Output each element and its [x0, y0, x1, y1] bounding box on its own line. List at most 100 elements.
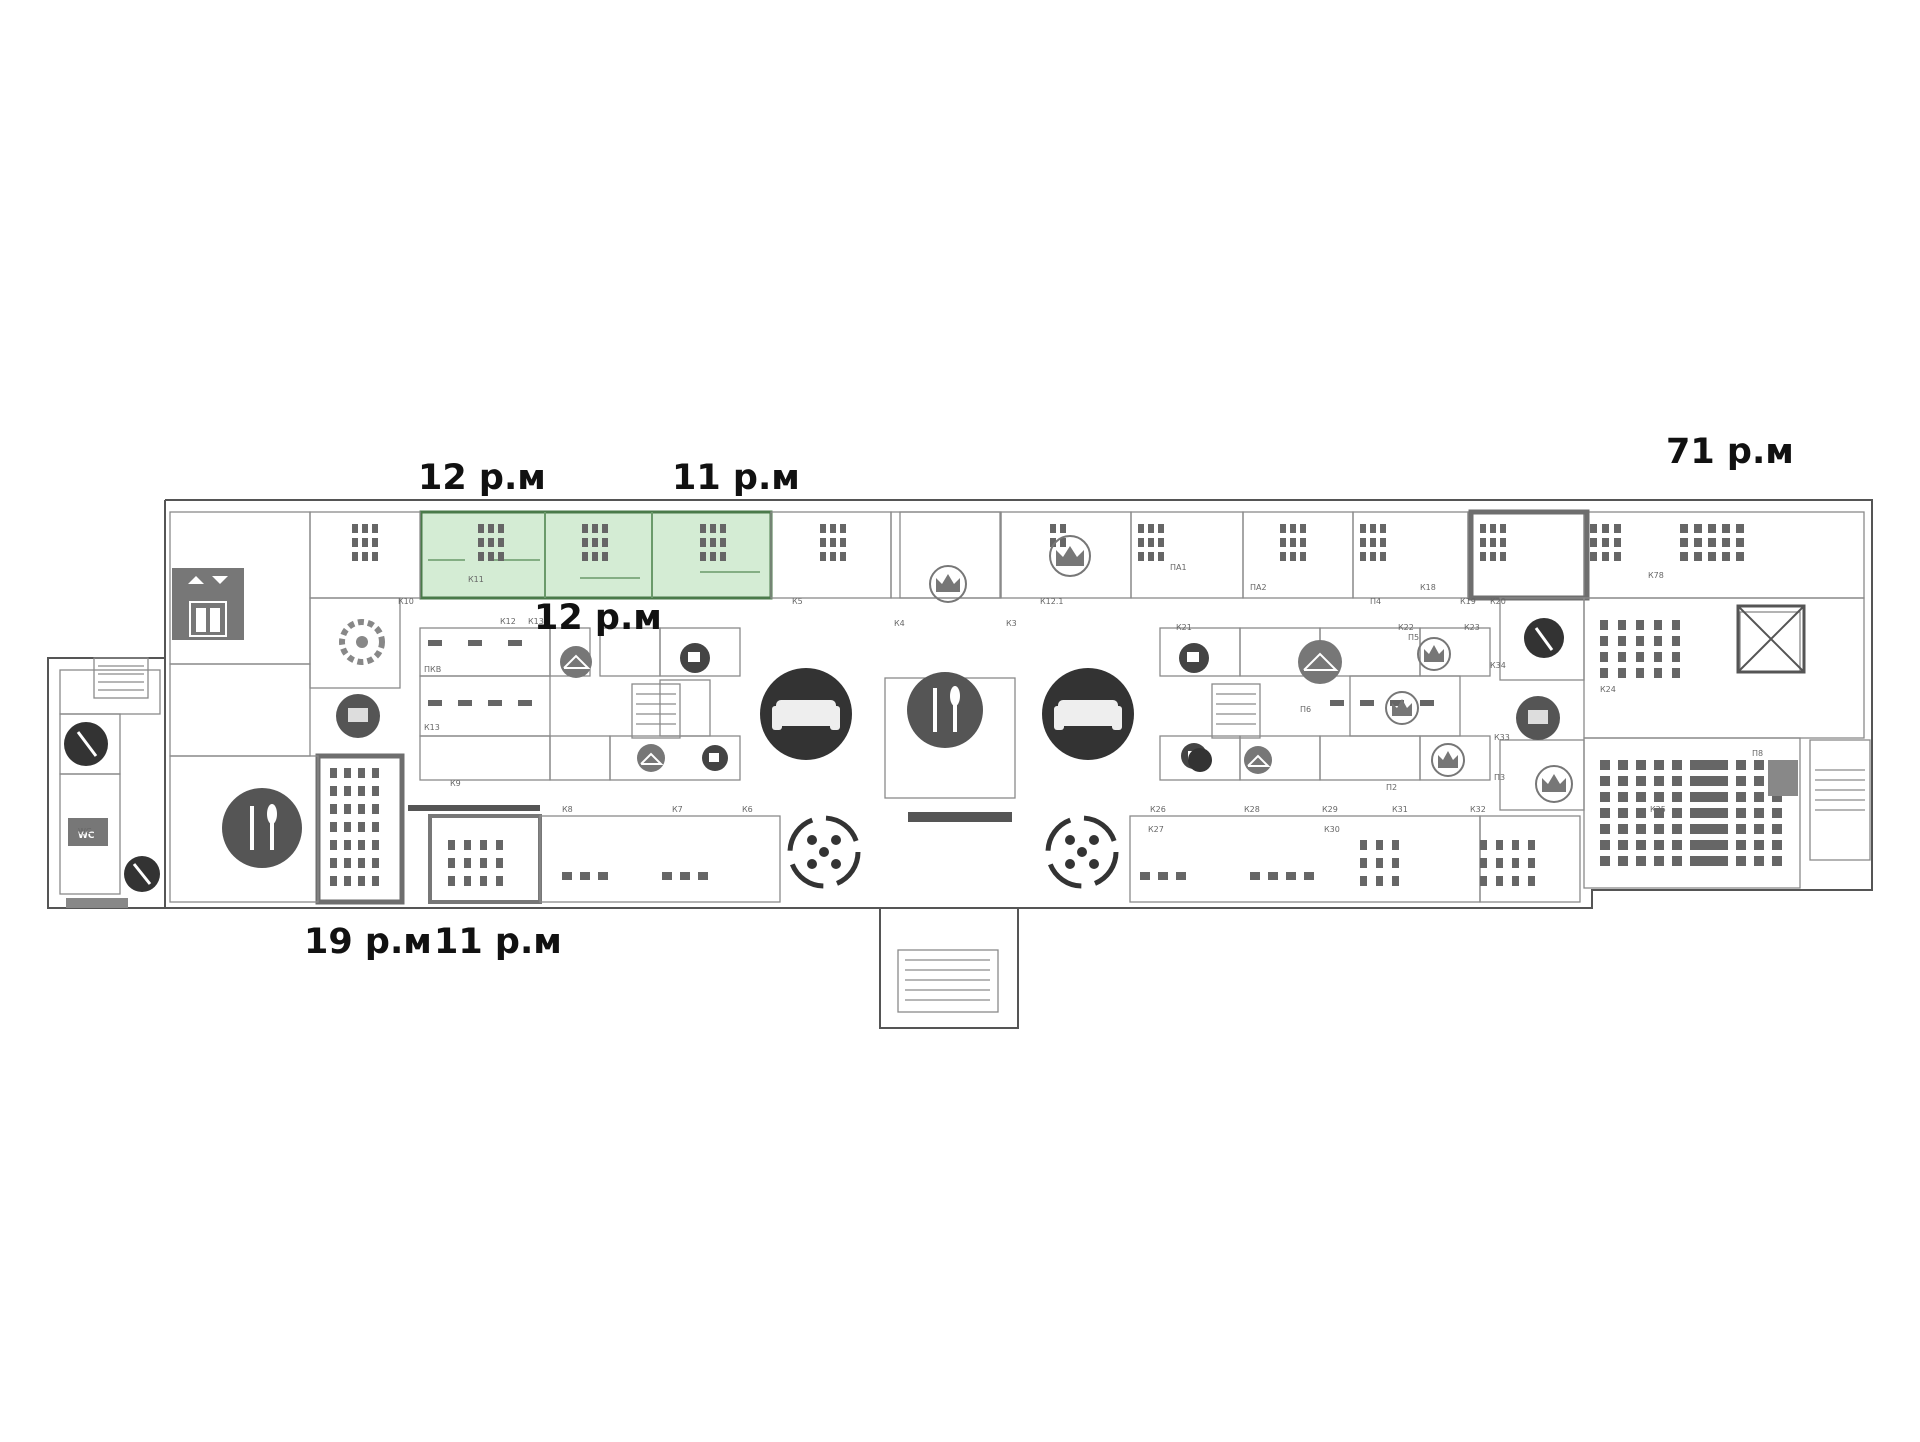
- coffee-icon: [680, 643, 710, 673]
- coffee-icon: [702, 745, 728, 771]
- desk: [464, 840, 471, 850]
- desk: [1654, 840, 1664, 850]
- desk: [478, 552, 484, 561]
- desk: [1290, 524, 1296, 533]
- desk: [428, 700, 442, 706]
- sofa-icon: [760, 668, 852, 760]
- desk: [1700, 760, 1710, 770]
- desk: [562, 872, 572, 880]
- desk: [488, 524, 494, 533]
- desk: [448, 840, 455, 850]
- desk: [358, 804, 365, 814]
- room-code: К32: [1470, 805, 1486, 814]
- desk: [602, 524, 608, 533]
- room-code: К24: [1600, 685, 1616, 694]
- desk: [1360, 876, 1367, 886]
- desk: [1250, 872, 1260, 880]
- desk: [330, 840, 337, 850]
- crown-icon: [1049, 535, 1091, 577]
- desk: [1654, 760, 1664, 770]
- room-code: ПА2: [1250, 583, 1267, 592]
- room-code: К13: [424, 723, 440, 732]
- desk: [362, 538, 368, 547]
- desk: [478, 538, 484, 547]
- room-code: К78: [1648, 571, 1664, 580]
- room-code: К4: [894, 619, 905, 628]
- desk: [1600, 636, 1608, 646]
- desk: [330, 786, 337, 796]
- desk: [1722, 538, 1730, 547]
- wc-icon: WC: [68, 818, 108, 846]
- desk: [582, 524, 588, 533]
- desk: [358, 858, 365, 868]
- desk: [1376, 876, 1383, 886]
- room-code: К10: [398, 597, 414, 606]
- desk: [830, 552, 836, 561]
- desk: [1654, 824, 1664, 834]
- desk: [1736, 840, 1746, 850]
- desk: [1148, 552, 1154, 561]
- desk: [1636, 668, 1644, 678]
- desk: [518, 700, 532, 706]
- desk: [1708, 552, 1716, 561]
- room-code: К6: [742, 805, 753, 814]
- desk: [1736, 524, 1744, 533]
- desk: [1672, 760, 1682, 770]
- desk: [1618, 760, 1628, 770]
- room-code: П3: [1494, 773, 1505, 782]
- desk: [1672, 840, 1682, 850]
- desk: [1690, 760, 1700, 770]
- desk: [1600, 776, 1610, 786]
- desk: [662, 872, 672, 880]
- crown-icon: [1431, 743, 1465, 777]
- desk: [1618, 824, 1628, 834]
- desk: [1654, 808, 1664, 818]
- desk: [1736, 856, 1746, 866]
- desk: [680, 872, 690, 880]
- room-code: К29: [1322, 805, 1338, 814]
- desk-clusters: [330, 524, 1782, 886]
- desk: [1672, 636, 1680, 646]
- desk: [1480, 876, 1487, 886]
- desk: [496, 876, 503, 886]
- room-code: К11: [468, 575, 484, 584]
- desk: [602, 538, 608, 547]
- room-code: К13: [528, 617, 544, 626]
- desk: [1280, 552, 1286, 561]
- central-bar: [908, 812, 1012, 822]
- desk: [428, 640, 442, 646]
- room-code: К33: [1494, 733, 1510, 742]
- desk: [1700, 808, 1710, 818]
- desk: [1158, 524, 1164, 533]
- desk: [1754, 792, 1764, 802]
- hanger-icon: [637, 744, 665, 772]
- desk: [1772, 808, 1782, 818]
- desk: [478, 524, 484, 533]
- desk: [488, 700, 502, 706]
- desk: [1376, 858, 1383, 868]
- desk: [1528, 876, 1535, 886]
- desk: [1500, 552, 1506, 561]
- room-code: К5: [792, 597, 803, 606]
- desk: [1654, 652, 1662, 662]
- desk: [458, 700, 472, 706]
- hanger-icon: [1298, 640, 1342, 684]
- crown-icon: [929, 565, 967, 603]
- desk: [488, 538, 494, 547]
- desk: [362, 524, 368, 533]
- desk: [592, 538, 598, 547]
- desk: [1158, 538, 1164, 547]
- desk: [1636, 808, 1646, 818]
- desk: [1718, 840, 1728, 850]
- desk: [468, 640, 482, 646]
- room-code: К34: [1490, 661, 1506, 670]
- desk: [372, 804, 379, 814]
- room-code: П8: [1752, 749, 1763, 758]
- crown-icon: [1385, 691, 1419, 725]
- desk: [1600, 840, 1610, 850]
- svg-text:WC: WC: [78, 831, 95, 841]
- stairs-icon: [1768, 760, 1798, 796]
- desk: [1636, 620, 1644, 630]
- desk: [1420, 700, 1434, 706]
- desk: [1680, 552, 1688, 561]
